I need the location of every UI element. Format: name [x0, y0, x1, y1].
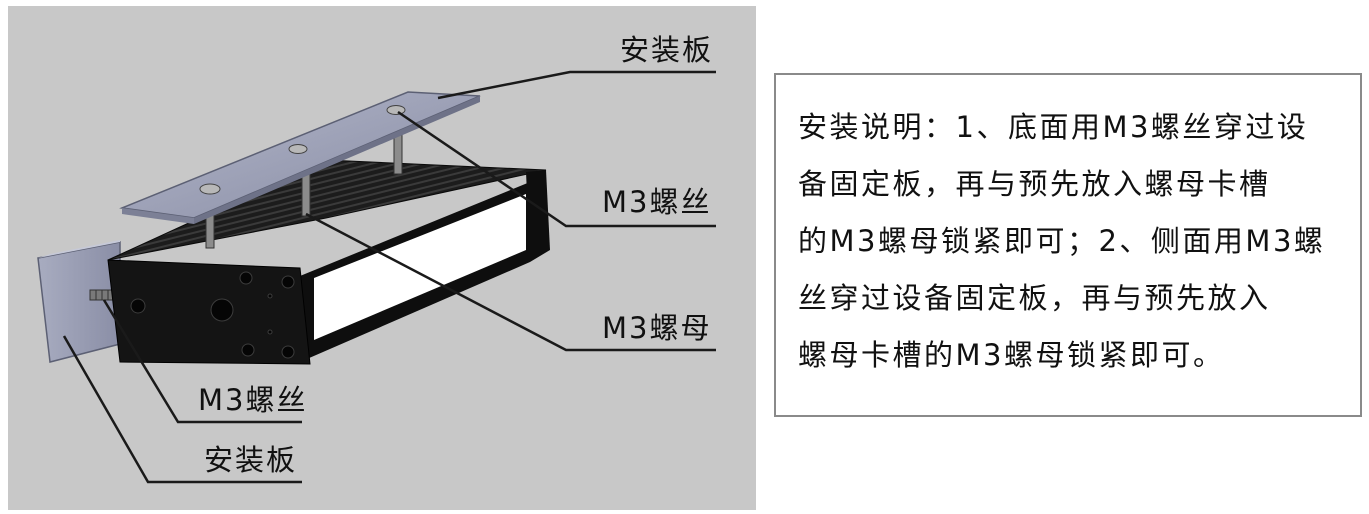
label-side-screw: M3螺丝 [198, 383, 307, 417]
leader-nut [305, 212, 716, 352]
diagram-canvas: 安装板 M3螺丝 M3螺母 M3螺丝 安装板 [37, 33, 716, 484]
installation-notes-box: 安装说明：1、底面用M3螺丝穿过设 备固定板，再与预先放入螺母卡槽 的M3螺母锁… [774, 73, 1362, 417]
product-diagram: 安装板 M3螺丝 M3螺母 M3螺丝 安装板 [8, 6, 756, 510]
leader-top-plate [437, 70, 716, 100]
label-nut: M3螺母 [602, 311, 711, 345]
leader-side-screw [102, 299, 302, 424]
label-side-plate: 安装板 [204, 443, 297, 477]
leader-side-plate [62, 335, 302, 484]
leader-lines [62, 70, 716, 484]
installation-instructions: 安装说明：1、底面用M3螺丝穿过设 备固定板，再与预先放入螺母卡槽 的M3螺母锁… [798, 110, 1326, 372]
housing-right-end [526, 170, 550, 262]
housing-end-face [107, 259, 311, 365]
label-top-plate: 安装板 [620, 33, 713, 67]
end-face-holes [130, 271, 295, 359]
leader-top-screw [397, 110, 716, 228]
label-top-screw: M3螺丝 [602, 185, 711, 219]
light-window [314, 194, 526, 340]
